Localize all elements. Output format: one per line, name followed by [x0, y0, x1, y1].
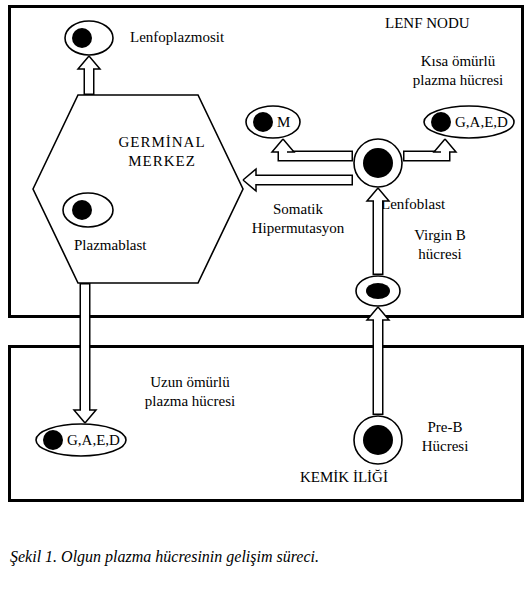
arrow-head [272, 139, 294, 152]
cell-nucleus [253, 112, 273, 132]
node-text: G,A,E,D [455, 113, 515, 132]
arrow-shaft-outline [373, 201, 384, 275]
node-text: LENF NODU [385, 14, 515, 33]
node-text: Lenfoblast [381, 195, 481, 214]
arrow-head [78, 56, 100, 69]
arrow-joint [85, 68, 93, 72]
hexagon-outline [33, 95, 243, 283]
arrow-shaft-outline [84, 69, 95, 95]
node-outline [64, 20, 114, 56]
cell-node: Lenfoplazmosit [64, 20, 114, 56]
hollow-arrow [272, 139, 353, 156]
arrow-shaft-fill [81, 285, 89, 411]
arrow-shaft-fill [374, 201, 382, 274]
cell-nucleus [363, 425, 393, 455]
node-outline [353, 415, 403, 465]
cell-nucleus [431, 112, 451, 132]
node-outline [245, 105, 301, 139]
node-text: Pre-B Hücresi [410, 418, 480, 456]
cell-nucleus [363, 148, 393, 178]
node-text: Virgin B hücresi [400, 226, 480, 264]
arrow-shaft-fill [256, 176, 352, 184]
node-text: KEMİK İLİĞİ [300, 468, 450, 487]
cell-nucleus [43, 430, 63, 450]
cell-node: Plazmablast [62, 192, 114, 228]
node-text: M [277, 113, 297, 132]
node-outline [62, 192, 114, 228]
cell-membrane [424, 106, 514, 138]
arrow-shaft-outline [373, 320, 384, 415]
hollow-arrow [78, 56, 100, 95]
arrow-shaft-outline [256, 175, 353, 186]
region-box: LENF NODU LenfoplazmositGERMİNAL MERKEZ Pl… [8, 5, 524, 318]
cell-node: M [245, 105, 301, 139]
node-outline [33, 95, 243, 283]
cell-membrane [356, 276, 400, 306]
cell-nucleus [72, 200, 92, 220]
arrow-shaft-fill [374, 320, 382, 414]
node-outline [353, 138, 403, 188]
arrow-joint [81, 408, 89, 412]
hollow-arrow [74, 283, 96, 423]
region-box: KEMİK İLİĞİUzun ömürlü plazma hücresiG,A… [8, 345, 524, 502]
cell-node: Uzun ömürlü plazma hücresiG,A,E,D [35, 423, 127, 457]
arrow-head [243, 169, 256, 191]
arrow-shaft-outline [80, 283, 91, 410]
node-text: Plazmablast [74, 236, 184, 255]
hollow-arrow [367, 188, 389, 275]
figure-caption: Şekil 1. Olgun plazma hücresinin gelişim… [10, 548, 319, 566]
arrow-shaft-fill [283, 152, 352, 156]
arrow-joint [279, 151, 287, 155]
arrow-shaft-fill [85, 69, 93, 94]
node-text: GERMİNAL MERKEZ [97, 133, 227, 171]
arrow-joint [374, 319, 382, 323]
node-outline [355, 275, 401, 307]
node-text: Kısa ömürlü plazma hücresi [398, 52, 518, 90]
node-text: Lenfoplazmosit [130, 28, 280, 47]
arrow-joint [255, 176, 259, 184]
cell-membrane [354, 416, 402, 464]
arrow-joint [441, 151, 449, 155]
cell-node: Virgin B hücresi [355, 275, 401, 307]
cell-nucleus [366, 283, 390, 299]
arrow-shaft-outline [403, 152, 445, 156]
hollow-arrow [403, 139, 456, 156]
arrow-head [74, 410, 96, 423]
hollow-arrow [367, 307, 389, 415]
cell-membrane [354, 139, 402, 187]
germinal-center-hexagon: GERMİNAL MERKEZ Plazmablast [33, 95, 243, 283]
cell-membrane [246, 106, 300, 138]
cell-node: Kısa ömürlü plazma hücresiG,A,E,D [423, 105, 515, 139]
cell-node: Pre-B Hücresi [353, 415, 403, 465]
node-text: G,A,E,D [67, 431, 127, 450]
node-text: Uzun ömürlü plazma hücresi [130, 373, 250, 411]
cell-membrane [63, 193, 113, 227]
cell-membrane [65, 21, 113, 55]
hollow-arrow [243, 169, 353, 191]
arrow-head [367, 307, 389, 320]
arrow-joint [374, 200, 382, 204]
arrow-head [367, 188, 389, 201]
arrow-head [434, 139, 456, 152]
arrow-shaft-fill [405, 152, 446, 156]
cell-membrane [36, 424, 126, 456]
arrow-shaft-outline [283, 152, 353, 156]
edge-label: Somatik Hipermutasyon [243, 200, 353, 238]
cell-node: Lenfoblast [353, 138, 403, 188]
cell-nucleus [72, 28, 92, 48]
